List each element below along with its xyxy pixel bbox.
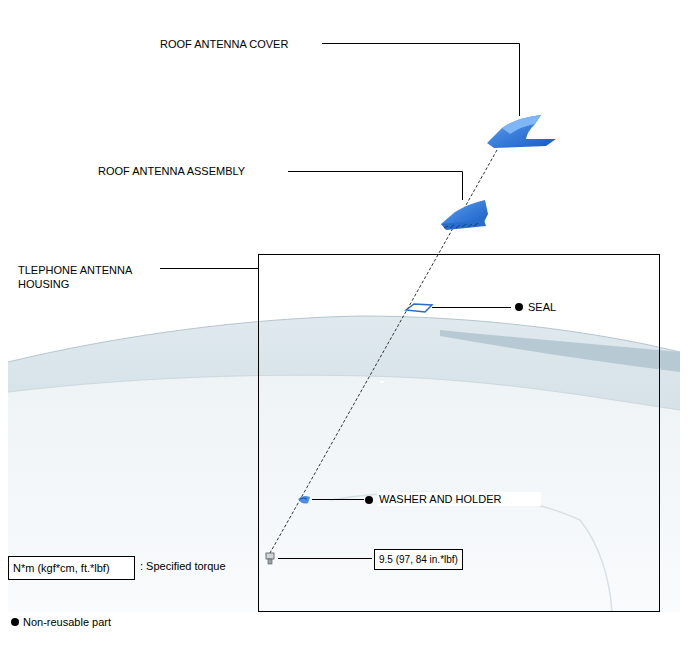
- box-text: N*m (kgf*cm, ft.*lbf): [13, 562, 130, 575]
- leader-lines: [160, 44, 520, 559]
- torque-value-box: 9.5 (97, 84 in.*lbf): [374, 549, 463, 570]
- washer-holder: [298, 496, 310, 504]
- housing-frame: [259, 255, 660, 612]
- part-name: ROOF ANTENNA ASSEMBLY: [98, 164, 245, 178]
- torque-unit-box: N*m (kgf*cm, ft.*lbf): [8, 556, 135, 580]
- roof-antenna-assembly: [441, 200, 488, 230]
- part-name: WASHER AND HOLDER: [377, 492, 541, 506]
- car-roof: [8, 316, 680, 612]
- legend-text: Non-reusable part: [23, 615, 111, 629]
- part-name: ROOF ANTENNA COVER: [160, 37, 288, 51]
- box-text: 9.5 (97, 84 in.*lbf): [379, 553, 458, 566]
- legend-text: : Specified torque: [140, 559, 226, 573]
- bolt: [266, 553, 274, 564]
- part-name: TLEPHONE ANTENNA HOUSING: [18, 263, 150, 291]
- seal: [406, 304, 432, 312]
- part-name: SEAL: [528, 300, 556, 314]
- roof-antenna-cover: [487, 115, 556, 148]
